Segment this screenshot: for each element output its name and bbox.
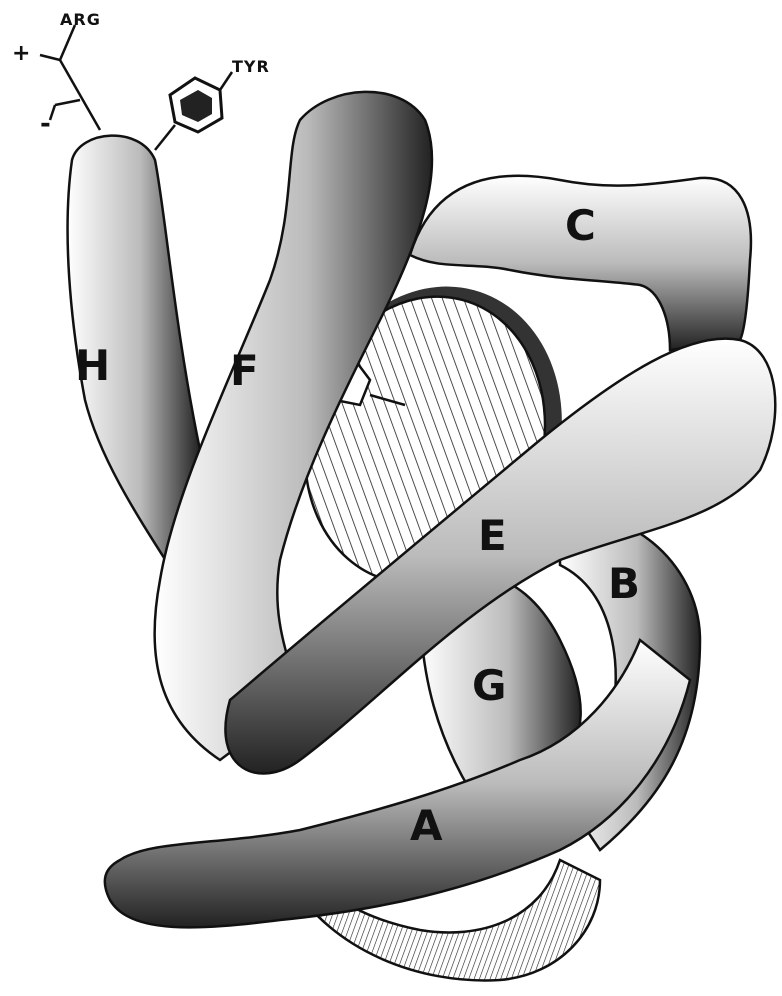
helix-label-a: A — [410, 801, 443, 850]
tyr-residue-icon — [155, 72, 232, 150]
helix-label-f: F — [230, 346, 259, 395]
charge-minus: - — [40, 109, 51, 139]
charge-plus: + — [12, 41, 30, 66]
helix-label-h: H — [75, 341, 110, 390]
residue-label-arg: ARG — [60, 10, 101, 29]
helix-label-e: E — [478, 511, 507, 560]
residue-label-tyr: TYR — [232, 57, 270, 76]
helix-label-c: C — [565, 201, 596, 250]
helix-label-b: B — [608, 559, 640, 608]
helix-label-g: G — [472, 661, 506, 710]
